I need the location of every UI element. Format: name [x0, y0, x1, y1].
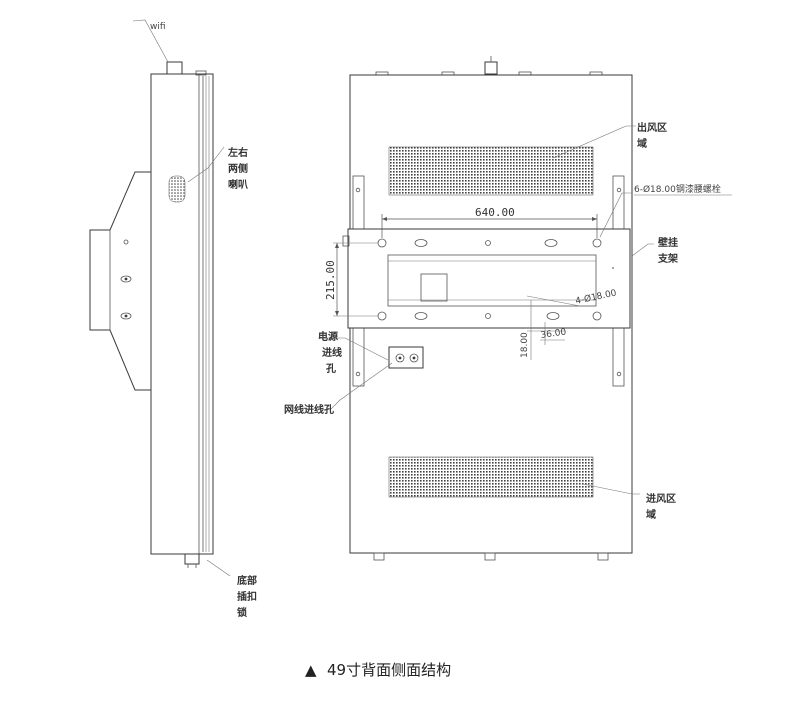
label-bottom-1: 底部	[237, 574, 257, 587]
wall-bracket-plate	[347, 228, 631, 329]
side-bracket	[89, 171, 151, 391]
label-power-1: 电源	[318, 330, 338, 343]
inlet-grille	[388, 456, 594, 498]
side-view	[89, 19, 231, 577]
caption-text: 49寸背面侧面结构	[327, 661, 451, 679]
label-bracket-1: 壁挂	[658, 236, 678, 249]
label-inlet-1: 进风区	[646, 492, 676, 505]
top-antenna	[484, 61, 498, 75]
label-bottom-3: 锁	[237, 606, 247, 619]
label-bracket-2: 支架	[657, 252, 678, 265]
label-speaker-3: 喇叭	[228, 178, 248, 191]
label-speaker-2: 两侧	[228, 162, 248, 175]
wifi-antenna	[166, 61, 183, 75]
speaker-grille	[168, 175, 186, 203]
dim-18: 18.00	[520, 332, 530, 358]
outlet-grille	[388, 146, 594, 196]
bottom-latch	[184, 553, 200, 565]
label-bottom-2: 插扣	[237, 590, 257, 603]
label-screws: 6-Ø18.00钢漆腰螺栓	[634, 183, 721, 195]
label-power-3: 孔	[326, 362, 336, 375]
label-inlet-2: 域	[646, 508, 656, 521]
label-speaker-1: 左右	[227, 146, 248, 159]
side-body	[150, 73, 214, 555]
label-network: 网线进线孔	[284, 403, 334, 416]
power-network-box	[388, 346, 424, 369]
label-wifi: wifi	[150, 22, 166, 32]
label-power-2: 进线	[322, 346, 342, 359]
dim-640: 640.00	[475, 206, 515, 219]
label-outlet-2: 域	[637, 137, 647, 150]
dim-215: 215.00	[324, 260, 337, 300]
dim-36: 36.00	[540, 327, 567, 341]
back-view	[318, 56, 654, 561]
label-outlet-1: 出风区	[637, 121, 667, 134]
caption-marker: ▲	[305, 661, 317, 679]
